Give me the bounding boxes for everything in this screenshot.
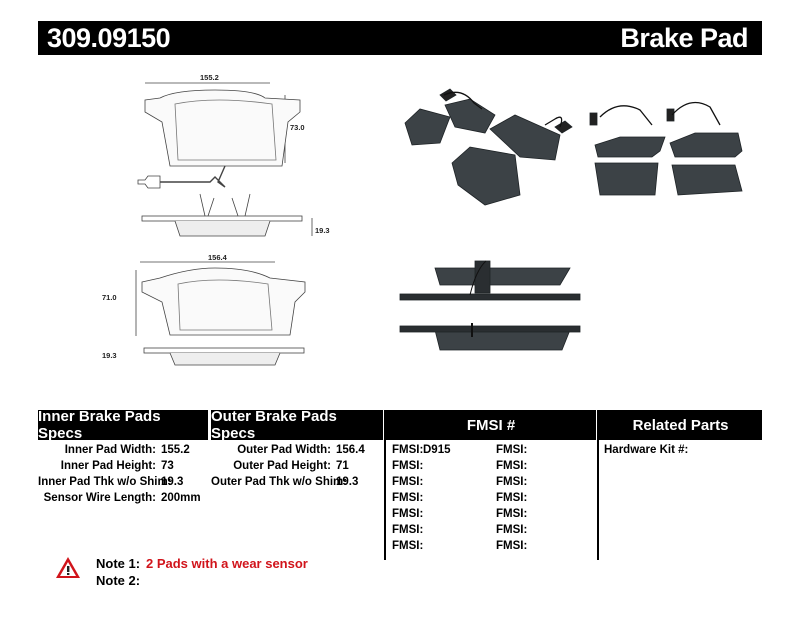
divider-related xyxy=(597,410,599,560)
spec-label: Outer Pad Height: xyxy=(233,460,331,472)
fmsi-label: FMSI: xyxy=(392,476,424,488)
pad-photo-6 xyxy=(594,162,659,196)
pad-photo-7 xyxy=(669,132,743,158)
pad-side-photo-1 xyxy=(434,267,571,286)
fmsi-label: FMSI: xyxy=(496,508,528,520)
spec-label: Sensor Wire Length: xyxy=(43,492,156,504)
divider-fmsi xyxy=(384,410,386,560)
note-1-label: Note 1: xyxy=(96,556,141,571)
fmsi-label: FMSI: xyxy=(496,524,528,536)
fmsi-label: FMSI: xyxy=(392,492,424,504)
pad-photo-8 xyxy=(671,164,743,196)
fmsi-label: FMSI: xyxy=(496,492,528,504)
fmsi-label: FMSI: xyxy=(392,460,424,472)
outer-pad-outline xyxy=(141,267,306,336)
part-number: 309.09150 xyxy=(47,23,171,53)
spec-value: 156.4 xyxy=(336,444,365,456)
outer-pad-side xyxy=(143,347,305,354)
dim-outer-width: 156.4 xyxy=(208,253,228,262)
spec-label: Inner Pad Thk w/o Shim: xyxy=(38,476,172,488)
fmsi-grid: FMSI: D915 FMSI: FMSI: FMSI: FMSI: FMSI:… xyxy=(392,442,592,554)
spec-value: 19.3 xyxy=(161,476,184,488)
spec-label: Inner Pad Height: xyxy=(60,460,156,472)
spec-value: 200mm xyxy=(161,492,201,504)
spec-value: 19.3 xyxy=(336,476,359,488)
note-1-text: 2 Pads with a wear sensor xyxy=(146,556,308,571)
inner-pad-outline xyxy=(144,89,301,167)
fmsi-value: D915 xyxy=(423,444,451,456)
spec-label: Inner Pad Width: xyxy=(64,444,156,456)
pad-photo-5 xyxy=(594,136,666,158)
pad-photo-2 xyxy=(444,98,496,134)
inner-specs: Inner Pad Width: 155.2 Inner Pad Height:… xyxy=(38,442,383,512)
col-header-fmsi: FMSI # xyxy=(386,410,596,440)
dim-outer-height: 71.0 xyxy=(102,293,117,302)
pad-photo-3 xyxy=(489,114,561,161)
dim-inner-height: 73.0 xyxy=(290,123,305,132)
pad-side-photo-2 xyxy=(434,329,571,351)
spec-value: 73 xyxy=(161,460,174,472)
product-photos xyxy=(399,88,743,351)
fmsi-label: FMSI: xyxy=(496,540,528,552)
product-title: Brake Pad xyxy=(620,23,748,53)
fmsi-label: FMSI: xyxy=(496,460,528,472)
note-2-label: Note 2: xyxy=(96,573,141,588)
spec-label: Outer Pad Thk w/o Shim: xyxy=(211,476,348,488)
spec-value: 71 xyxy=(336,460,349,472)
pad-photo-1 xyxy=(404,108,451,146)
fmsi-label: FMSI: xyxy=(392,524,424,536)
col-header-outer: Outer Brake Pads Specs xyxy=(211,408,383,442)
pad-photo-4 xyxy=(451,146,521,206)
fmsi-label: FMSI: xyxy=(392,540,424,552)
spec-value: 155.2 xyxy=(161,444,190,456)
warning-triangle-icon xyxy=(56,557,80,578)
sensor-wire xyxy=(160,165,226,188)
hardware-kit-label: Hardware Kit #: xyxy=(604,444,689,456)
dim-outer-thickness: 19.3 xyxy=(102,351,117,360)
related-parts: Hardware Kit #: xyxy=(604,442,754,460)
outer-specs: Outer Pad Width: 156.4 Outer Pad Height:… xyxy=(211,442,383,496)
fmsi-label: FMSI: xyxy=(496,444,528,456)
spec-label: Outer Pad Width: xyxy=(237,444,331,456)
col-header-related: Related Parts xyxy=(599,410,762,440)
fmsi-label: FMSI: xyxy=(392,444,424,456)
dim-inner-width: 155.2 xyxy=(200,73,219,82)
dim-inner-thickness: 19.3 xyxy=(315,226,330,235)
fmsi-label: FMSI: xyxy=(496,476,528,488)
inner-pad-side xyxy=(141,215,303,222)
sensor-connector xyxy=(137,175,161,189)
col-header-inner: Inner Brake Pads Specs xyxy=(38,408,208,442)
technical-drawing: 155.2 73.0 19.3 156.4 71.0 19.3 xyxy=(102,73,330,366)
fmsi-label: FMSI: xyxy=(392,508,424,520)
header-bar: 309.09150 Brake Pad xyxy=(38,21,762,55)
